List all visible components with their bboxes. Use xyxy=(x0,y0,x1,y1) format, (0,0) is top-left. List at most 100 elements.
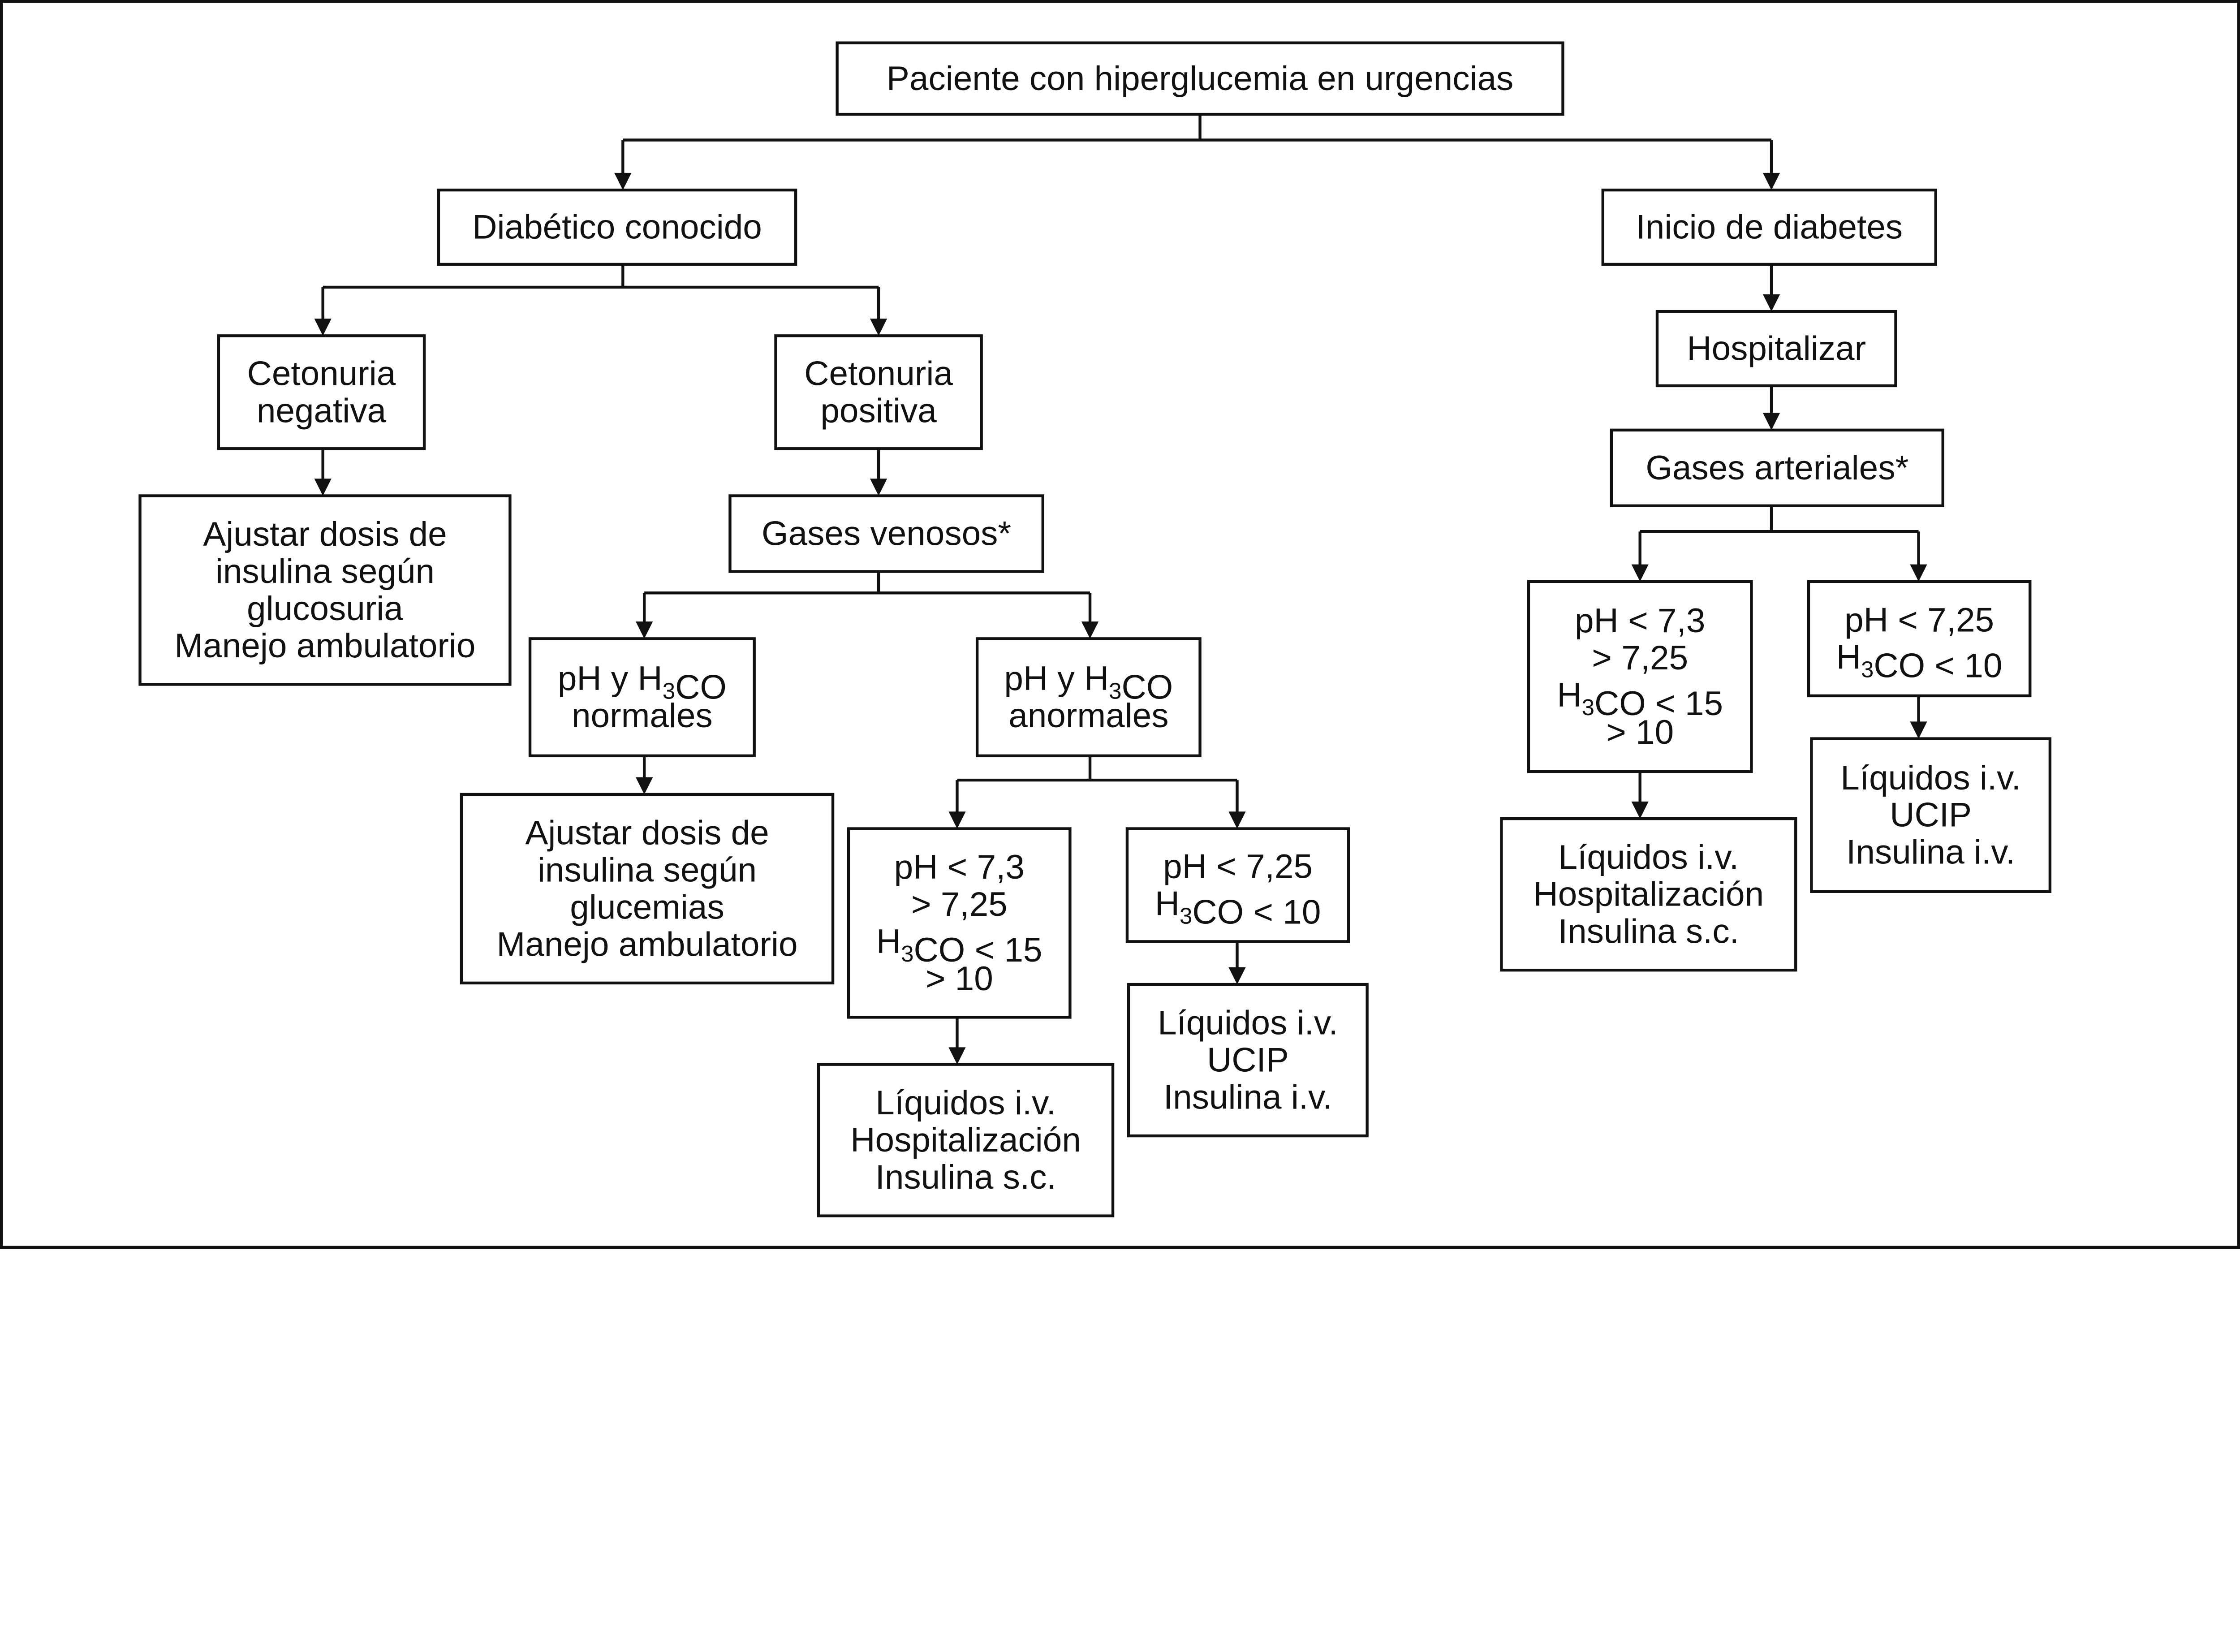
node-box xyxy=(1810,737,2052,893)
node-box xyxy=(836,41,1564,116)
node-text-line: pH < 7,25 xyxy=(1163,847,1313,885)
node-text-line: Inicio de diabetes xyxy=(1636,208,1903,246)
node-box xyxy=(1601,188,1937,266)
arrow-head xyxy=(1631,801,1649,819)
node-text-line: negativa xyxy=(257,392,387,430)
node-text-line: Gases venosos* xyxy=(762,515,1011,553)
arrow-head xyxy=(1228,967,1246,985)
node-box xyxy=(1655,310,1897,388)
node-text-line: Líquidos i.v. xyxy=(1559,838,1739,876)
node-arterial-gases: Gases arteriales* xyxy=(1610,428,1944,508)
node-box xyxy=(138,494,512,686)
node-text-line: pH y H3CO xyxy=(558,660,727,706)
node-text-line: > 10 xyxy=(926,960,993,998)
arrow-head xyxy=(948,1047,966,1065)
node-box xyxy=(1610,428,1944,508)
node-text-line: Insulina i.v. xyxy=(1163,1078,1332,1116)
node-text-line: pH < 7,3 xyxy=(894,848,1025,886)
node-text-line: UCIP xyxy=(1890,796,1972,834)
node-box xyxy=(817,1063,1115,1217)
node-text-line: H3CO < 10 xyxy=(1155,884,1321,931)
arrow-head xyxy=(1910,564,1927,582)
node-box xyxy=(1125,827,1350,943)
node-text-line: Insulina i.v. xyxy=(1846,833,2015,871)
node-text-line: > 10 xyxy=(1606,713,1674,751)
node-text-line: pH y H3CO xyxy=(1004,660,1173,706)
arrow-head xyxy=(948,811,966,829)
node-text-line: Líquidos i.v. xyxy=(875,1084,1056,1122)
node-text-line: insulina según xyxy=(538,851,757,889)
node-text-line: Gases arteriales* xyxy=(1646,449,1908,487)
node-text-line: Líquidos i.v. xyxy=(1158,1004,1338,1042)
node-box xyxy=(975,637,1202,758)
node-text-line: Cetonuria xyxy=(804,354,953,393)
node-text-line: Insulina s.c. xyxy=(1558,913,1739,951)
node-text-line: H3CO < 10 xyxy=(1836,638,2003,685)
node-box xyxy=(1527,580,1753,773)
arrow-head xyxy=(1762,173,1780,190)
node-box xyxy=(217,334,426,450)
node-hospitalize: Hospitalizar xyxy=(1655,310,1897,388)
node-text-line: insulina según xyxy=(215,552,435,591)
node-box xyxy=(728,494,1044,573)
node-text-line: pH < 7,25 xyxy=(1844,601,1994,639)
node-onset: Inicio de diabetes xyxy=(1601,188,1937,266)
arrow-head xyxy=(1228,811,1246,829)
node-text-line: Diabético conocido xyxy=(472,208,762,246)
node-box xyxy=(1500,817,1797,972)
arrow-head xyxy=(1910,721,1927,739)
node-text-line: Hospitalizar xyxy=(1687,330,1866,368)
node-text-line: Hospitalización xyxy=(1534,876,1764,914)
node-text-line: pH < 7,3 xyxy=(1575,602,1705,640)
node-venous-gases: Gases venosos* xyxy=(728,494,1044,573)
arrow-head xyxy=(870,319,887,336)
arrow-head xyxy=(1762,413,1780,430)
node-text-line: Cetonuria xyxy=(247,354,396,393)
arrow-head xyxy=(636,621,653,639)
arrow-head xyxy=(870,479,887,496)
node-text-line: glucosuria xyxy=(247,590,403,628)
flowchart: Paciente con hiperglucemia en urgenciasD… xyxy=(0,0,2240,1249)
node-text-line: > 7,25 xyxy=(1592,639,1688,677)
node-box xyxy=(460,793,835,985)
node-text-line: Ajustar dosis de xyxy=(525,814,769,852)
arrow-head xyxy=(614,173,632,190)
node-text-line: glucemias xyxy=(570,888,724,926)
node-text-line: positiva xyxy=(820,392,937,430)
arrow-head xyxy=(636,777,653,794)
node-text-line: Ajustar dosis de xyxy=(203,515,447,553)
node-root: Paciente con hiperglucemia en urgencias xyxy=(836,41,1564,116)
arrow-head xyxy=(1081,621,1099,639)
node-text-line: Paciente con hiperglucemia en urgencias xyxy=(887,60,1513,98)
arrow-head xyxy=(1762,294,1780,312)
node-text-line: UCIP xyxy=(1207,1041,1289,1079)
node-text-line: H3CO < 15 xyxy=(1557,676,1723,723)
node-box xyxy=(774,334,983,450)
node-text-line: Insulina s.c. xyxy=(875,1158,1056,1196)
node-text-line: > 7,25 xyxy=(911,885,1008,923)
arrow-head xyxy=(314,319,332,336)
node-text-line: Manejo ambulatorio xyxy=(174,627,475,665)
node-text-line: Hospitalización xyxy=(850,1121,1081,1159)
node-box xyxy=(528,637,756,758)
arrow-head xyxy=(314,479,332,496)
node-box xyxy=(847,827,1072,1019)
node-text-line: Líquidos i.v. xyxy=(1840,759,2021,797)
node-text-line: Manejo ambulatorio xyxy=(497,925,798,963)
node-text-line: H3CO < 15 xyxy=(876,923,1042,969)
node-box xyxy=(1807,580,2032,698)
node-box xyxy=(437,188,797,266)
